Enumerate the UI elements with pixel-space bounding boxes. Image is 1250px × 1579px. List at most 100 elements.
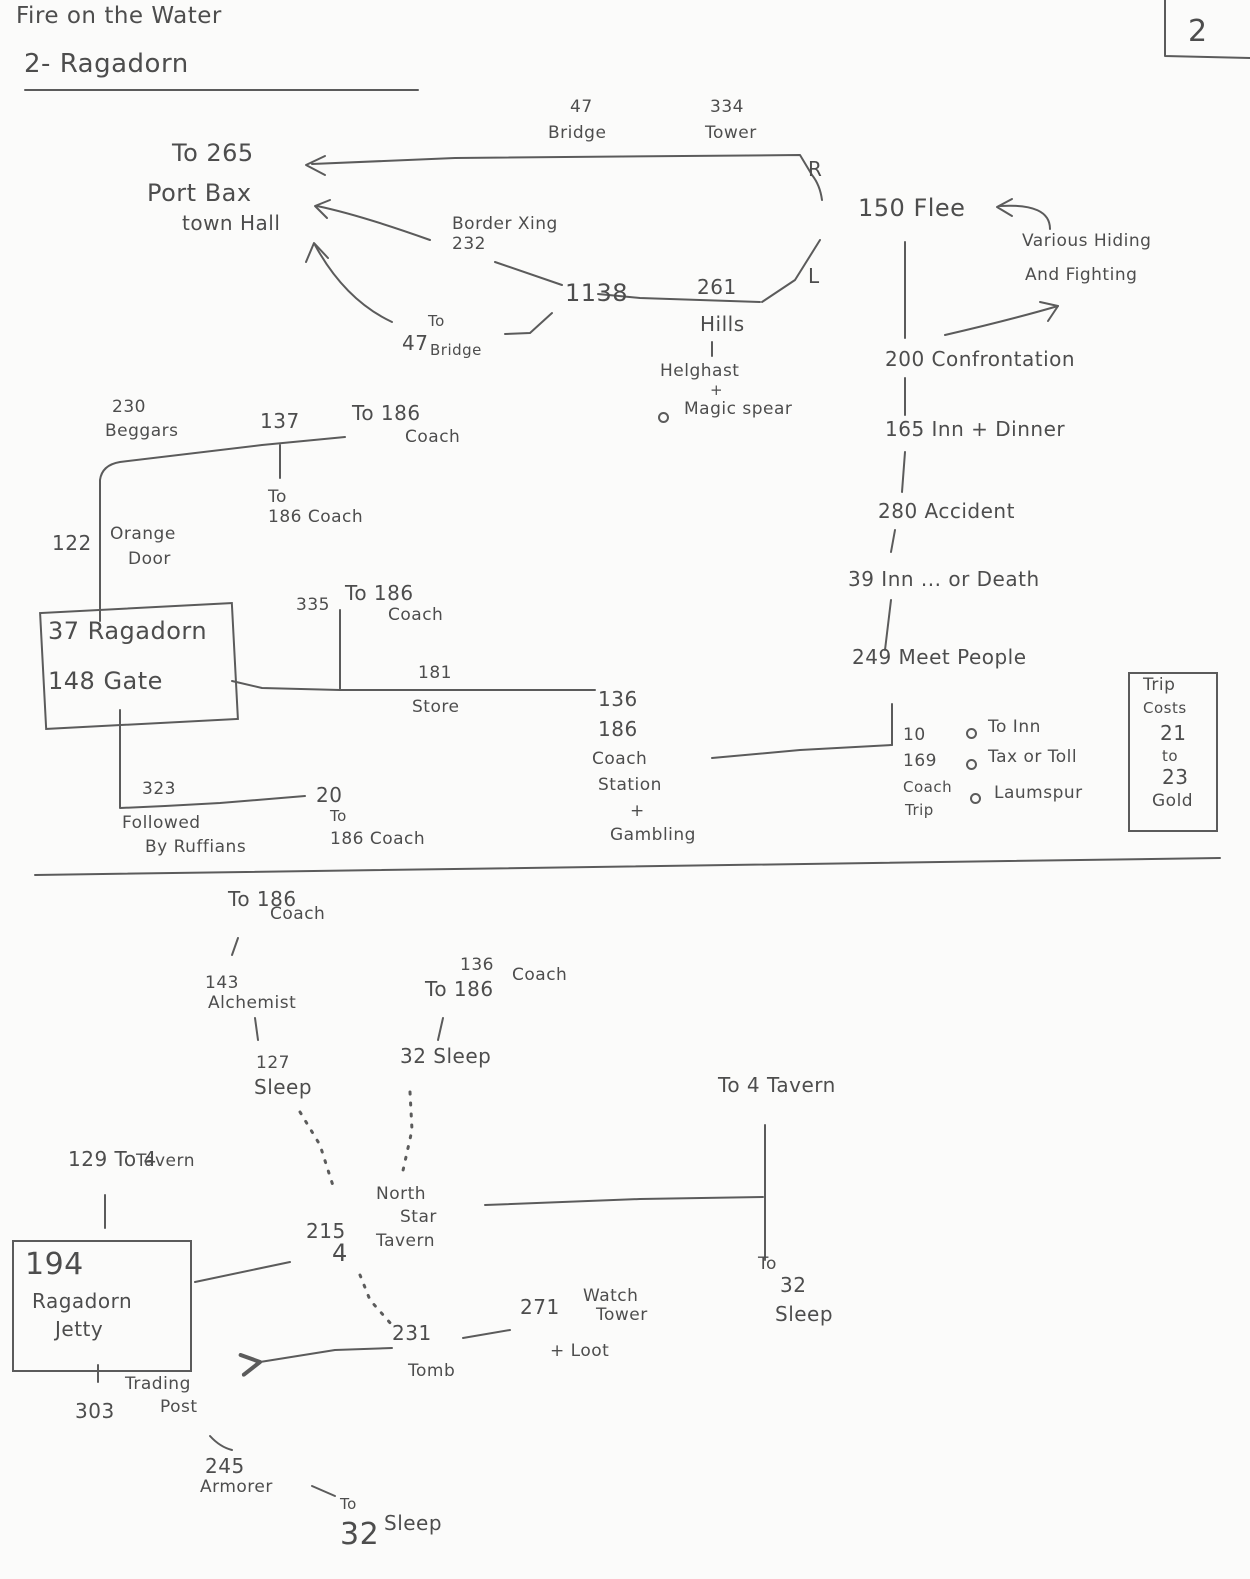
node-303-trading: Trading — [125, 1374, 191, 1394]
node-335-num: 335 — [296, 595, 330, 615]
node-136: 136 — [598, 687, 638, 711]
line-top-route — [311, 154, 823, 201]
node-148-gate: 148 Gate — [48, 667, 163, 695]
line-gate-beggars — [99, 436, 346, 622]
node-to32-sleep: Sleep — [775, 1302, 834, 1326]
node-137-coach-b: Coach — [405, 427, 461, 447]
line-1138-bridge — [504, 312, 553, 335]
line-303-245 — [209, 1435, 233, 1451]
box-trip-costs — [1128, 672, 1218, 832]
node-47-label: Bridge — [548, 123, 607, 143]
trip-costs-1: Trip — [1143, 675, 1176, 695]
node-137: 137 — [260, 409, 300, 433]
line-to-hills — [597, 293, 761, 303]
node-129-tavern: Tavern — [136, 1151, 195, 1171]
line-jetty-tavern — [194, 1261, 291, 1283]
node-trip-label: Trip — [905, 801, 934, 819]
line-tomb-trading — [238, 1347, 393, 1377]
line-tomb-watch — [462, 1329, 511, 1339]
node-323-followed: Followed — [122, 813, 201, 833]
node-215: 215 — [306, 1219, 346, 1243]
node-245: 245 — [205, 1454, 245, 1478]
bullet-icon — [658, 412, 669, 423]
node-194-jetty: Jetty — [55, 1317, 104, 1341]
node-186-coach-to: To — [268, 487, 287, 507]
node-194-ragadorn: Ragadorn — [32, 1289, 133, 1313]
node-magic-spear: Magic spear — [684, 399, 793, 419]
dotted-127-tavern — [298, 1110, 337, 1194]
node-20-num: 20 — [316, 783, 343, 807]
node-136-coach: Coach — [512, 965, 568, 985]
line-136-32 — [437, 1017, 444, 1041]
node-gambling: Gambling — [610, 825, 696, 845]
line-143-127 — [254, 1017, 259, 1041]
node-127-label: Sleep — [254, 1075, 313, 1099]
line-armorer-sleep — [311, 1485, 336, 1497]
line-border — [316, 205, 431, 241]
node-122-num: 122 — [52, 531, 92, 555]
node-122-label-a: Orange — [110, 524, 176, 544]
chain-200: 200 Confrontation — [885, 347, 1076, 371]
arrow-flee — [996, 198, 1013, 217]
node-star: Star — [400, 1207, 437, 1227]
node-tavern: Tavern — [376, 1231, 435, 1251]
node-1138: 1138 — [565, 279, 629, 307]
node-station: Station — [598, 775, 662, 795]
node-end-sleep: Sleep — [384, 1511, 443, 1535]
arrow-townhall-top — [314, 199, 331, 219]
page-title: Fire on the Water — [16, 3, 222, 29]
node-303: 303 — [75, 1399, 115, 1423]
section-divider — [34, 857, 1221, 876]
node-to32-num: 32 — [780, 1273, 807, 1297]
page-subtitle: 2- Ragadorn — [24, 49, 189, 79]
node-to32-to: To — [758, 1254, 777, 1274]
node-top-coach-a: To 186 — [228, 887, 297, 911]
node-137-coach-a: To 186 — [352, 401, 421, 425]
line-station-trip — [711, 744, 893, 759]
trip-option-3: Laumspur — [994, 783, 1083, 803]
node-335-to: To 186 — [345, 581, 414, 605]
line-gate-followed — [119, 709, 306, 809]
node-station-plus: + — [630, 801, 645, 821]
node-coach: Coach — [592, 749, 648, 769]
node-to4-tavern: To 4 Tavern — [718, 1073, 836, 1097]
node-37-ragadorn: 37 Ragadorn — [48, 617, 208, 645]
node-181-store: Store — [412, 697, 460, 717]
chain-280: 280 Accident — [878, 499, 1015, 523]
node-town-hall: town Hall — [182, 211, 281, 235]
node-bridge-label: Bridge — [430, 341, 482, 359]
node-323-num: 323 — [142, 779, 176, 799]
node-end-to: To — [340, 1495, 357, 1513]
node-334-num: 334 — [710, 97, 744, 117]
node-border-xing: Border Xing — [452, 214, 558, 234]
node-230-label: Beggars — [105, 421, 179, 441]
branch-r: R — [808, 157, 823, 181]
node-143-num: 143 — [205, 973, 239, 993]
node-various-1: Various Hiding — [1022, 231, 1152, 251]
line-bridge-townhall — [314, 244, 393, 323]
line-165-280 — [901, 451, 906, 493]
node-215-4: 4 — [332, 1239, 348, 1267]
node-127-num: 127 — [256, 1053, 290, 1073]
node-bridge-num: 47 — [402, 331, 429, 355]
node-32-sleep: 32 Sleep — [400, 1044, 492, 1068]
line-280-39 — [890, 529, 896, 553]
node-143-label: Alchemist — [208, 993, 297, 1013]
box-ragadorn-jetty — [12, 1240, 192, 1372]
node-232: 232 — [452, 234, 486, 254]
node-136-b: 136 — [460, 955, 494, 975]
chain-39: 39 Inn ... or Death — [848, 567, 1040, 591]
node-north: North — [376, 1184, 427, 1204]
node-271-watch: Watch — [583, 1286, 639, 1306]
node-231: 231 — [392, 1321, 432, 1345]
chain-165: 165 Inn + Dinner — [885, 417, 1066, 441]
node-136-to: To 186 — [425, 977, 494, 1001]
arrow-to265 — [305, 155, 326, 176]
node-47-num: 47 — [570, 97, 593, 117]
node-end-32: 32 — [340, 1517, 380, 1552]
dotted-32-tavern — [400, 1090, 414, 1177]
page-number: 2 — [1188, 14, 1208, 49]
arrow-various — [1039, 301, 1059, 322]
trip-costs-5: 23 — [1162, 765, 1189, 789]
node-323-ruffians: By Ruffians — [145, 837, 247, 857]
